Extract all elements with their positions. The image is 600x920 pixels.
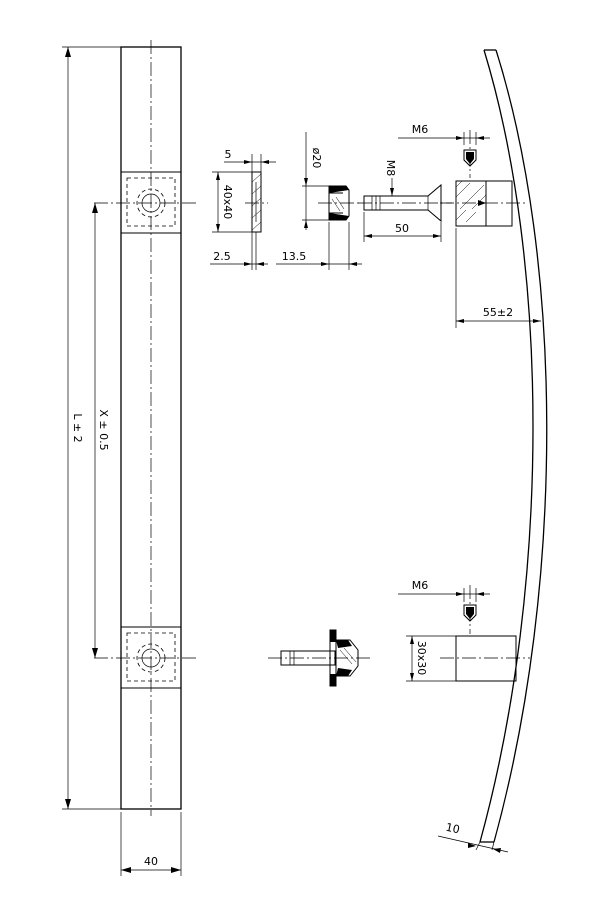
spacer-diameter-label: ø20 — [310, 148, 323, 169]
spacer-sleeve: ø20 13.5 — [276, 132, 362, 270]
upper-post: M6 — [398, 123, 528, 227]
post-size-label: 30x30 — [415, 641, 428, 676]
overall-length-label: L ± 2 — [71, 413, 84, 442]
mounting-plate: 5 40x40 2.5 — [210, 148, 276, 270]
bolt-length-label: 50 — [395, 222, 409, 235]
plate-thickness-label: 5 — [225, 148, 232, 161]
countersunk-bolt: M8 50 — [358, 160, 452, 242]
bar-width-label: 40 — [144, 855, 158, 868]
lower-post: M6 30x30 — [398, 579, 530, 682]
spacer-length-label: 13.5 — [282, 250, 307, 263]
set-screw-top-label: M6 — [412, 123, 429, 136]
dimension-end-angle: 10 — [437, 821, 509, 853]
plate-size-label: 40x40 — [221, 185, 234, 220]
dimension-handle-offset: 55±2 — [455, 228, 541, 328]
recess-depth-label: 2.5 — [213, 250, 231, 263]
curved-handle-side-view — [479, 49, 548, 843]
handle-offset-label: 55±2 — [483, 306, 513, 319]
assembled-fixing — [268, 629, 372, 687]
dimension-hole-distance: X ± 0.5 — [92, 203, 110, 658]
hole-distance-label: X ± 0.5 — [97, 409, 110, 450]
dimension-overall-length: L ± 2 — [62, 46, 121, 810]
bolt-thread-label: M8 — [384, 160, 397, 177]
dimension-bar-width: 40 — [120, 812, 182, 876]
end-angle-label: 10 — [445, 821, 461, 837]
bar-front-view — [94, 40, 196, 816]
set-screw-bottom-label: M6 — [412, 579, 429, 592]
